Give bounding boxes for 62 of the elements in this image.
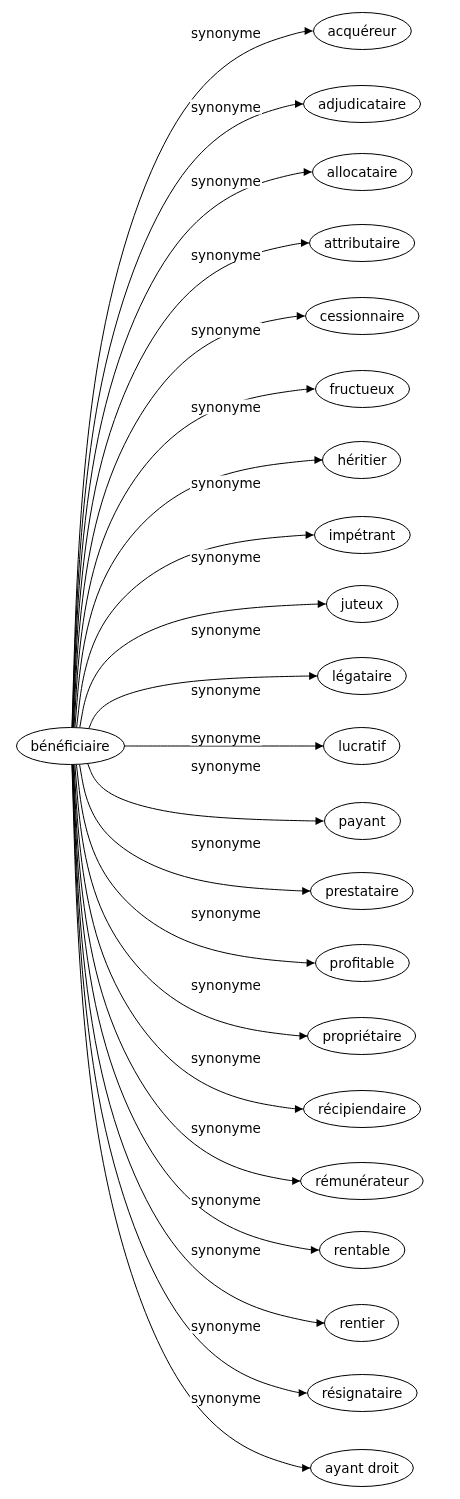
ellipse-node bbox=[312, 12, 412, 50]
node-label: juteux bbox=[340, 596, 384, 612]
edge-label: synonyme bbox=[190, 399, 262, 415]
edge-label: synonyme bbox=[190, 322, 262, 338]
ellipse-node bbox=[325, 585, 399, 623]
node-label: propriétaire bbox=[322, 1028, 402, 1044]
arrow bbox=[76, 531, 315, 728]
edge-label: synonyme bbox=[190, 475, 262, 491]
node-label: récipiendaire bbox=[317, 1101, 407, 1117]
node-label: profitable bbox=[329, 955, 395, 971]
ellipse-node bbox=[310, 872, 414, 910]
ellipse-node bbox=[324, 1304, 400, 1342]
ellipse-node bbox=[302, 1090, 422, 1128]
ellipse-node bbox=[310, 1449, 414, 1487]
node-label: impétrant bbox=[328, 527, 396, 543]
node-label: rémunérateur bbox=[315, 1173, 409, 1189]
ellipse-node bbox=[300, 1162, 424, 1200]
node-label: adjudicataire bbox=[317, 96, 406, 112]
edge-label: synonyme bbox=[190, 99, 262, 115]
node-label: payant bbox=[338, 813, 386, 829]
ellipse-node bbox=[304, 297, 420, 335]
arrow bbox=[87, 763, 324, 825]
arrow bbox=[79, 764, 311, 895]
node-label: acquéreur bbox=[327, 23, 397, 39]
ellipse-node bbox=[322, 441, 402, 479]
node-label: cessionnaire bbox=[319, 308, 405, 324]
ellipse-node bbox=[314, 944, 410, 982]
arrow bbox=[72, 312, 306, 728]
arrow bbox=[72, 764, 301, 1185]
node-label: rentable bbox=[333, 1242, 391, 1258]
ellipse-node bbox=[317, 657, 407, 695]
ellipse-node bbox=[306, 1374, 418, 1412]
node-label: prestataire bbox=[325, 883, 399, 899]
node-label: rentier bbox=[339, 1315, 385, 1331]
node-label: bénéficiaire bbox=[30, 738, 110, 754]
arrow bbox=[74, 764, 308, 1040]
arrow bbox=[88, 672, 318, 729]
arrow bbox=[74, 456, 323, 728]
ellipse-node bbox=[318, 1231, 406, 1269]
ellipse-node bbox=[314, 370, 410, 408]
ellipse-node bbox=[307, 1017, 417, 1055]
node-label: attributaire bbox=[323, 235, 401, 251]
ellipse-node bbox=[302, 85, 421, 123]
node-label: ayant droit bbox=[325, 1460, 399, 1476]
arrow bbox=[76, 764, 316, 967]
arrow bbox=[73, 385, 315, 728]
node-label: lucratif bbox=[338, 738, 386, 754]
node-label: résignataire bbox=[321, 1385, 403, 1401]
node-label: allocataire bbox=[326, 164, 398, 180]
arrow bbox=[73, 764, 304, 1113]
ellipse-node bbox=[311, 153, 413, 191]
edge-label: synonyme bbox=[190, 549, 262, 565]
ellipse-node bbox=[15, 727, 125, 765]
node-label: héritier bbox=[337, 452, 387, 468]
node-label: légataire bbox=[332, 668, 392, 684]
node-label: fructueux bbox=[329, 381, 395, 397]
ellipse-node bbox=[323, 727, 401, 765]
arrow bbox=[79, 600, 327, 728]
ellipse-node bbox=[323, 802, 401, 840]
ellipse-node bbox=[313, 516, 411, 554]
arrow bbox=[124, 742, 324, 750]
ellipse-node bbox=[308, 224, 416, 262]
